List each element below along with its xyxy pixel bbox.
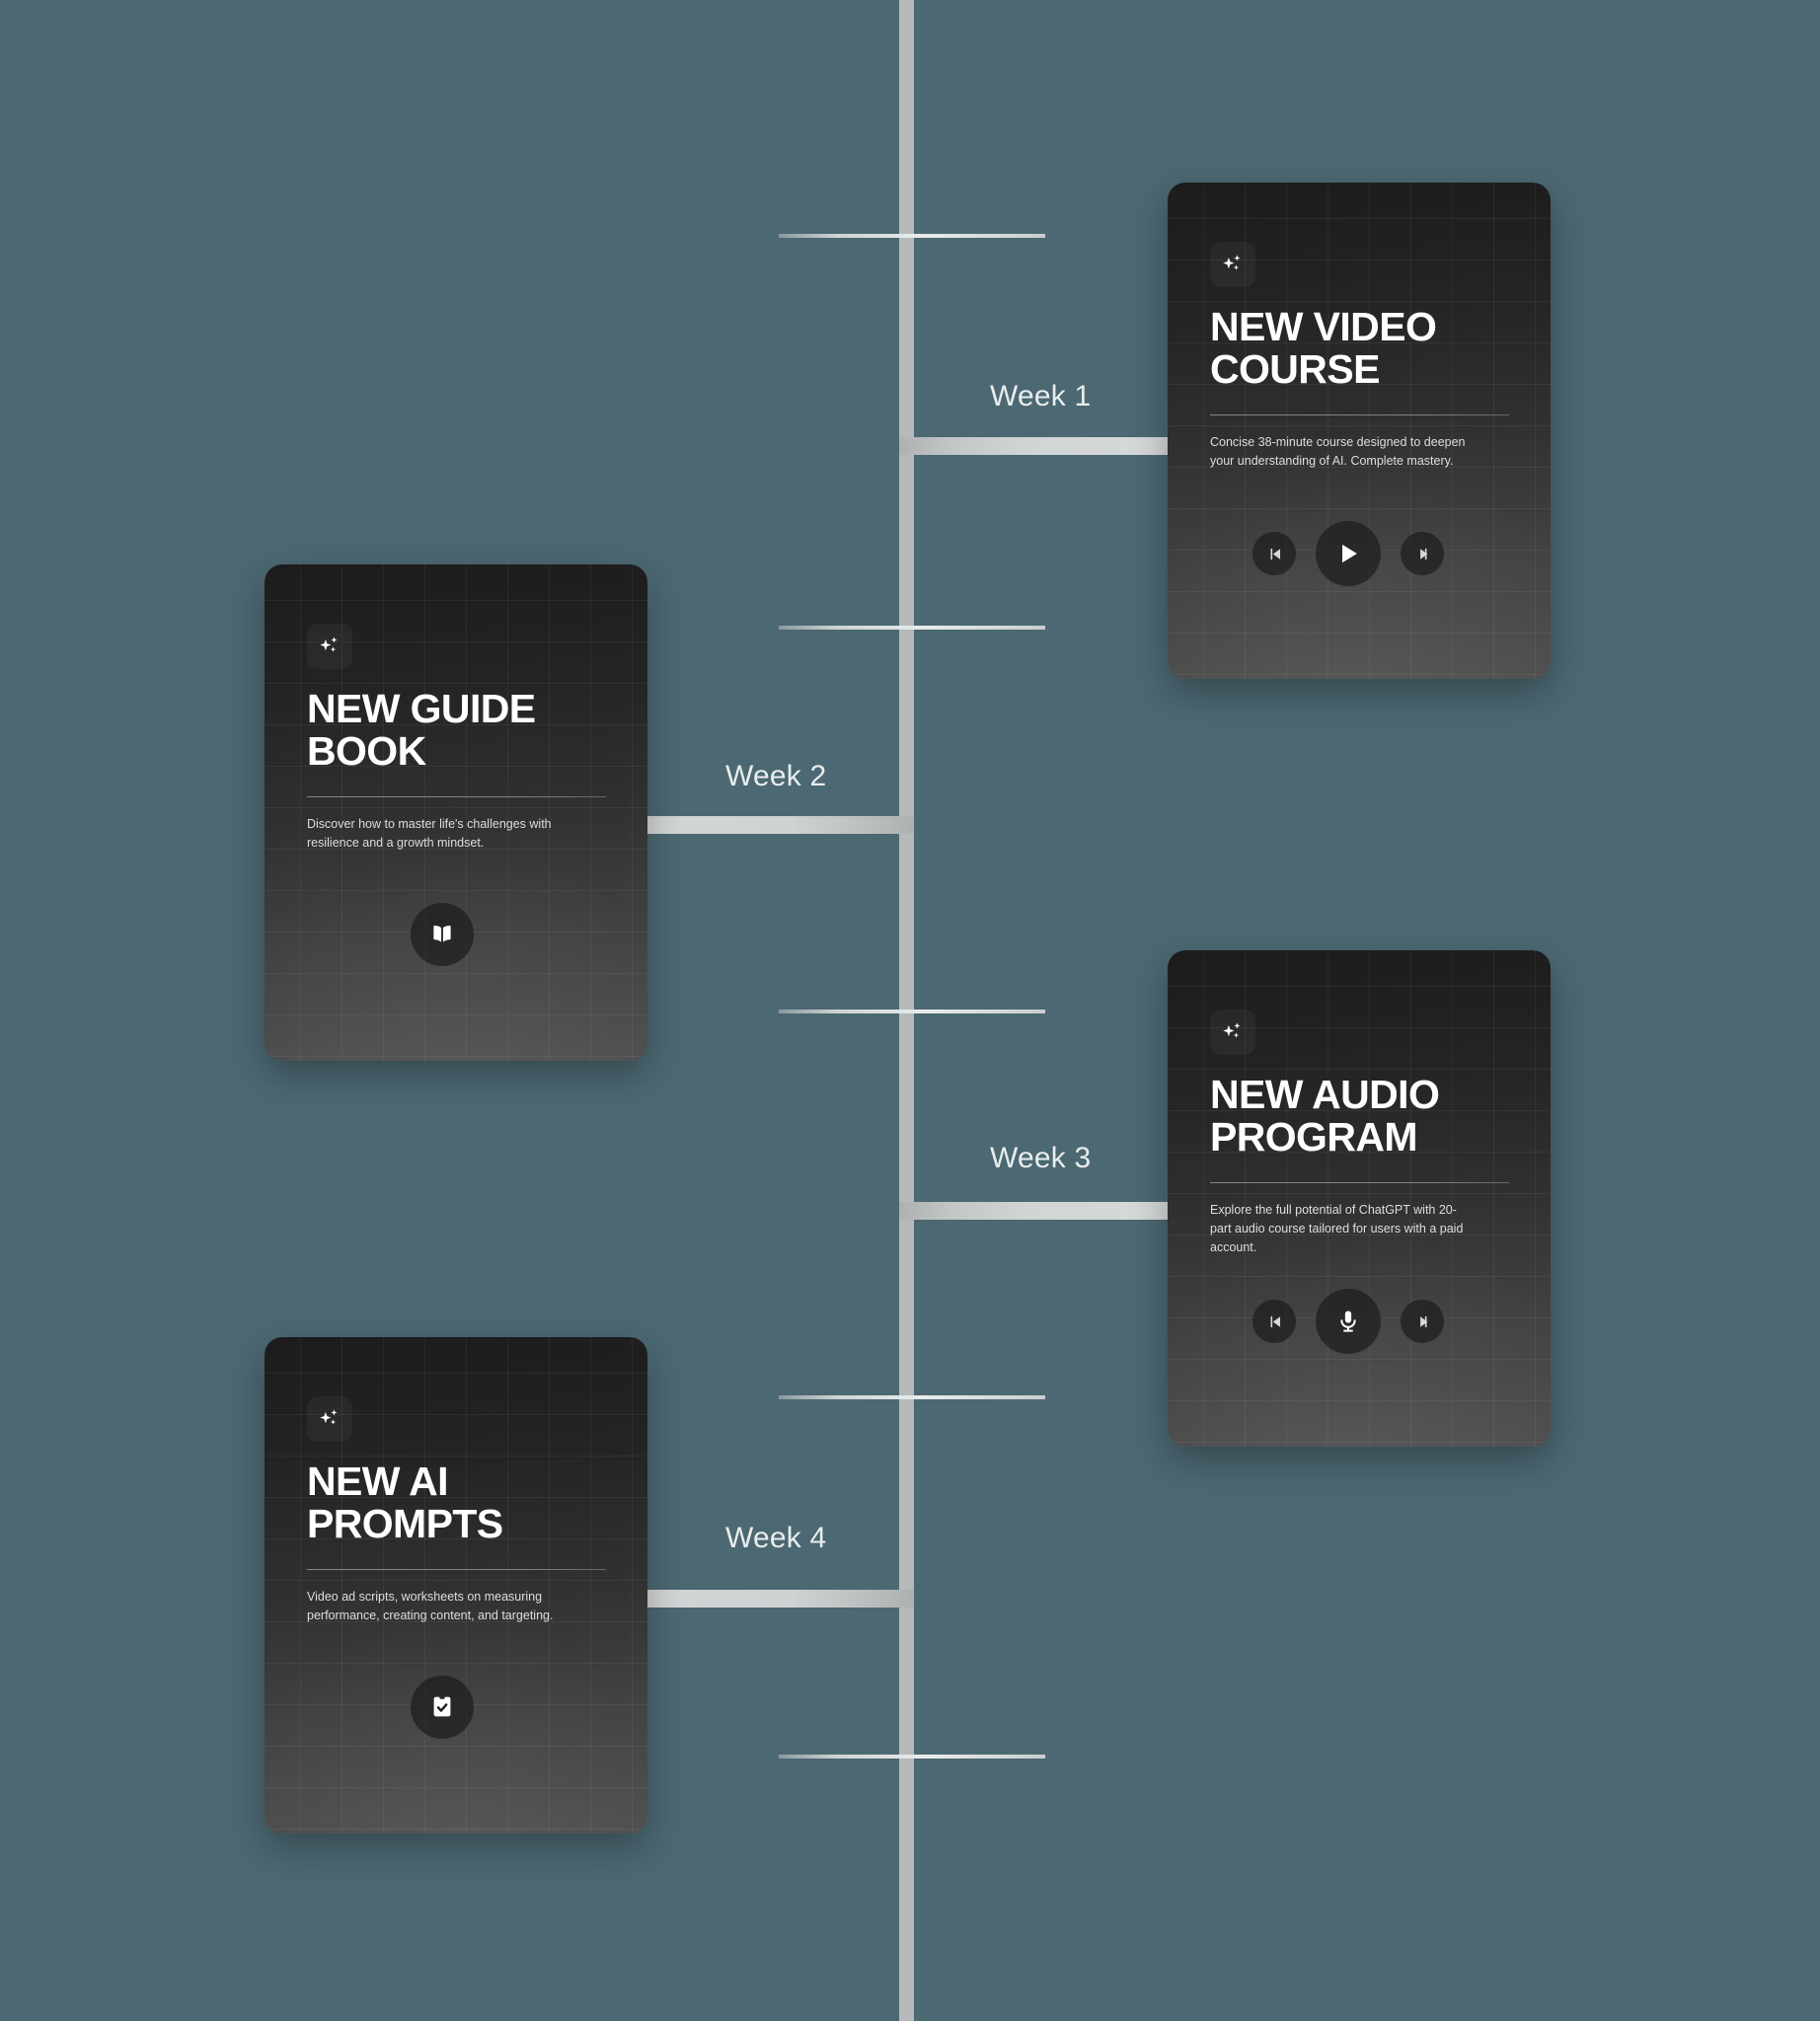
sparkles-icon — [1223, 255, 1241, 270]
play-button[interactable] — [1316, 521, 1381, 586]
card-description: Video ad scripts, worksheets on measurin… — [307, 1590, 554, 1622]
card-description: Concise 38-minute course designed to dee… — [1210, 435, 1466, 468]
card-new-guide-book[interactable]: NEW GUIDE BOOK Discover how to master li… — [265, 564, 647, 1061]
timeline-tick — [779, 1395, 1045, 1399]
sparkles-badge — [307, 1396, 352, 1442]
connector-week1 — [899, 437, 1180, 455]
sparkles-badge — [1210, 1010, 1255, 1055]
card-new-ai-prompts[interactable]: NEW AI PROMPTS Video ad scripts, workshe… — [265, 1337, 647, 1834]
sparkles-badge — [1210, 242, 1255, 287]
timeline-tick — [779, 1755, 1045, 1759]
next-track-button[interactable] — [1401, 1300, 1444, 1343]
card-divider — [307, 1569, 606, 1570]
next-track-icon — [1419, 1315, 1427, 1327]
week-label-1: Week 1 — [990, 380, 1092, 412]
sparkles-icon — [320, 636, 338, 652]
card-title: NEW GUIDE BOOK — [307, 686, 536, 774]
microphone-icon — [1340, 1310, 1356, 1332]
clipboard-check-icon — [433, 1696, 451, 1717]
card-description: Discover how to master life's challenges… — [307, 817, 552, 850]
media-controls — [1252, 1289, 1444, 1354]
timeline-tick — [779, 234, 1045, 238]
connector-week3 — [899, 1202, 1180, 1220]
card-description: Explore the full potential of ChatGPT wi… — [1210, 1203, 1464, 1254]
card-new-video-course[interactable]: NEW VIDEO COURSE Concise 38-minute cours… — [1168, 183, 1551, 679]
sparkles-icon — [1223, 1022, 1241, 1038]
timeline-tick — [779, 1010, 1045, 1013]
card-new-audio-program[interactable]: NEW AUDIO PROGRAM Explore the full poten… — [1168, 950, 1551, 1447]
previous-track-button[interactable] — [1252, 1300, 1296, 1343]
card-divider — [307, 796, 606, 797]
timeline-tick — [779, 626, 1045, 630]
connector-week2 — [643, 816, 914, 834]
card-divider — [1210, 1182, 1509, 1183]
next-track-icon — [1419, 548, 1427, 560]
connector-week4 — [643, 1590, 914, 1608]
microphone-button[interactable] — [1316, 1289, 1381, 1354]
previous-track-button[interactable] — [1252, 532, 1296, 575]
play-icon — [1342, 544, 1357, 563]
media-controls — [1252, 521, 1444, 586]
week-label-4: Week 4 — [725, 1522, 827, 1554]
open-book-icon — [433, 925, 451, 942]
week-label-3: Week 3 — [990, 1142, 1092, 1174]
previous-track-icon — [1270, 548, 1280, 560]
sparkles-icon — [320, 1409, 338, 1425]
card-title: NEW VIDEO COURSE — [1210, 304, 1437, 392]
card-title: NEW AI PROMPTS — [307, 1459, 503, 1546]
sparkles-badge — [307, 624, 352, 669]
previous-track-icon — [1270, 1315, 1280, 1327]
clipboard-check-button[interactable] — [411, 1676, 474, 1739]
open-book-button[interactable] — [411, 903, 474, 966]
card-divider — [1210, 414, 1509, 415]
next-track-button[interactable] — [1401, 532, 1444, 575]
week-label-2: Week 2 — [725, 760, 827, 792]
card-title: NEW AUDIO PROGRAM — [1210, 1072, 1440, 1160]
